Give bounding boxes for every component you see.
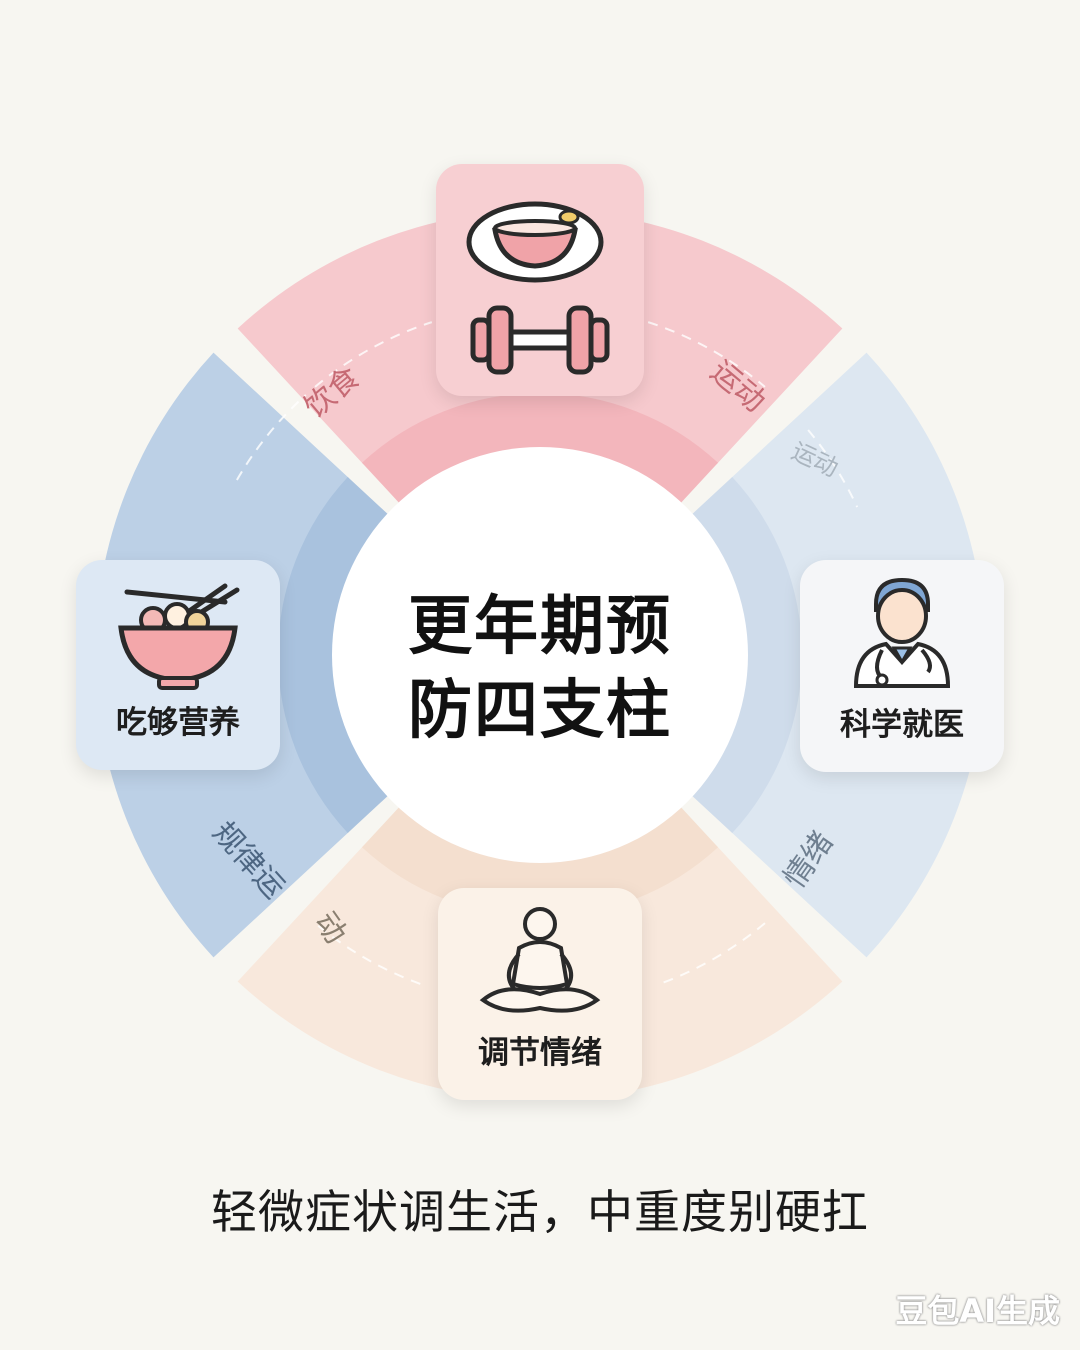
guide-right-upper — [807, 429, 859, 508]
watermark: 豆包AI生成 — [895, 1292, 1060, 1330]
center-title-line-1: 更年期预 — [408, 590, 672, 664]
guide-bottom-left — [314, 922, 421, 985]
card-nutrition: 吃够营养 — [76, 560, 280, 770]
center-disc — [332, 447, 748, 863]
center-title: 更年期预 防四支柱 — [390, 585, 690, 753]
card-bottom-label: 调节情绪 — [478, 1035, 602, 1071]
doctor-icon — [853, 577, 951, 688]
dumbbell-icon — [470, 305, 610, 375]
meditation-icon — [479, 907, 601, 1013]
center-title-line-2: 防四支柱 — [408, 674, 672, 748]
bowl-icon — [466, 201, 604, 283]
card-medical: 科学就医 — [800, 560, 1004, 772]
card-diet-exercise — [436, 164, 644, 396]
card-left-label: 吃够营养 — [116, 705, 240, 741]
guide-bottom-right — [659, 922, 766, 985]
bottom-caption: 轻微症状调生活，中重度别硬扛 — [211, 1185, 869, 1239]
card-right-label: 科学就医 — [840, 707, 964, 743]
card-emotion: 调节情绪 — [438, 888, 642, 1100]
noodle-bowl-icon — [118, 583, 240, 690]
guide-left-upper — [236, 394, 307, 481]
